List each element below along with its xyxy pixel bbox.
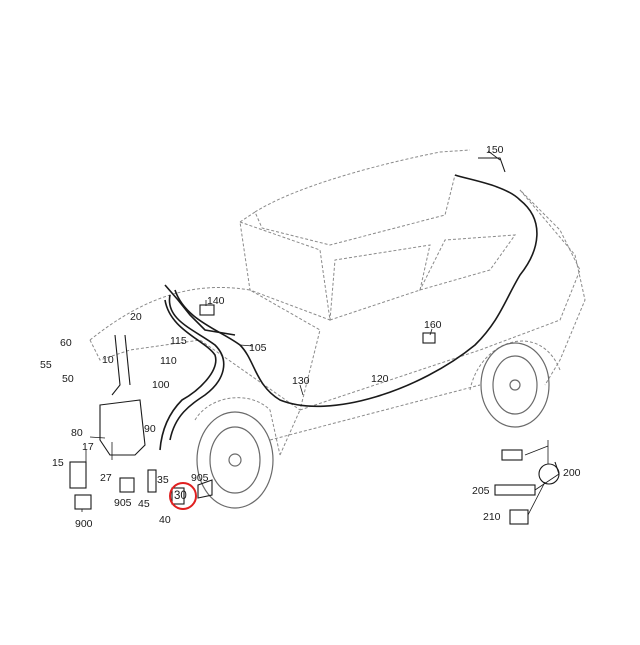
callout-15: 15	[52, 457, 64, 469]
callout-205: 205	[472, 485, 490, 497]
callout-120: 120	[371, 373, 389, 385]
callout-100: 100	[152, 379, 170, 391]
callout-35: 35	[157, 474, 169, 486]
callout-30: 30	[174, 490, 187, 502]
highlight-circle	[169, 482, 197, 510]
callout-20: 20	[130, 311, 142, 323]
wheel-sketches	[196, 342, 550, 509]
callout-115: 115	[170, 335, 187, 347]
callout-60: 60	[60, 337, 72, 349]
callout-17: 17	[82, 441, 94, 453]
hose-lines	[159, 174, 538, 451]
callout-10: 10	[102, 354, 114, 366]
callout-130: 130	[292, 375, 310, 387]
callout-105: 105	[249, 342, 267, 354]
callout-110: 110	[160, 355, 177, 367]
callout-140: 140	[207, 295, 225, 307]
callout-150: 150	[486, 144, 504, 156]
callout-80: 80	[71, 427, 83, 439]
callout-905-right: 905	[191, 472, 209, 484]
callout-45: 45	[138, 498, 150, 510]
callout-90: 90	[144, 423, 156, 435]
callout-27: 27	[100, 472, 112, 484]
car-body-outline	[89, 149, 586, 456]
part-glyphs	[69, 157, 560, 525]
callout-55: 55	[40, 359, 52, 371]
leader-lines	[81, 150, 560, 516]
callout-210: 210	[483, 511, 501, 523]
callout-905-left: 905	[114, 497, 132, 509]
callout-160: 160	[424, 319, 442, 331]
callout-50: 50	[62, 373, 74, 385]
callout-40: 40	[159, 514, 171, 526]
callout-900: 900	[75, 518, 93, 530]
callout-200: 200	[563, 467, 581, 479]
